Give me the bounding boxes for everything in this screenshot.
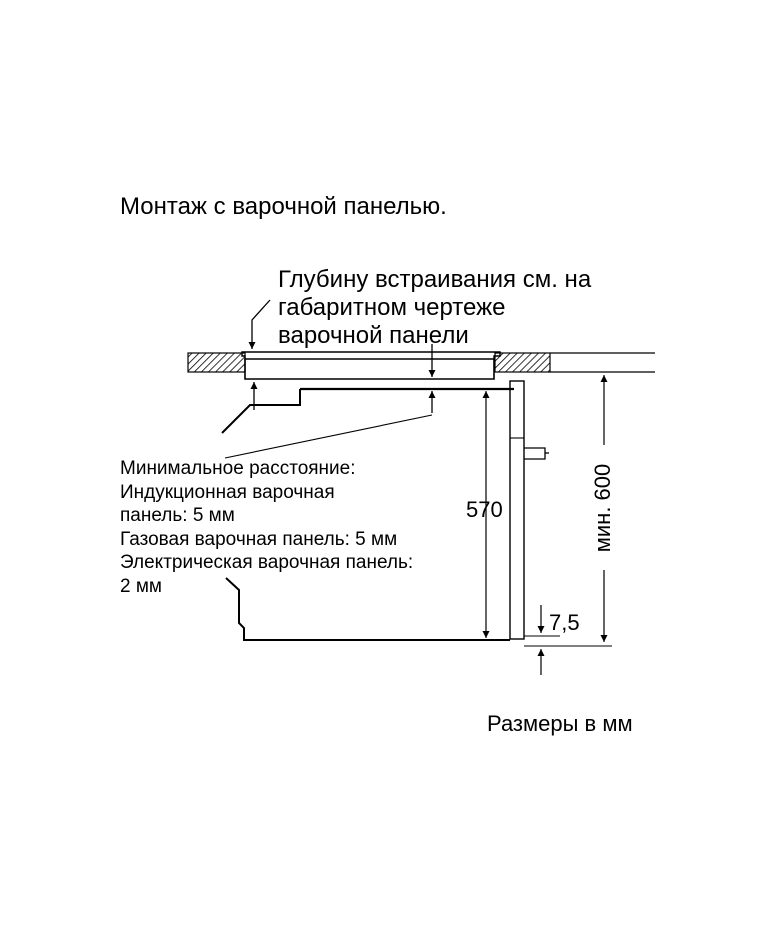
min-note-line: панель: 5 мм [120, 505, 235, 526]
min-note-line: Газовая варочная панель: 5 мм [120, 528, 398, 550]
oven-front-panel [509, 380, 525, 640]
depth-note-line: габаритном чертеже [278, 294, 506, 321]
depth-note: Глубину встраивания см. на габаритном че… [278, 266, 591, 350]
oven-knob [524, 447, 546, 460]
min-note-line: Минимальное расстояние: [120, 458, 356, 479]
min-distance-note: Минимальное расстояние: Индукционная вар… [120, 457, 413, 598]
depth-note-line: Глубину встраивания см. на [278, 266, 592, 293]
countertop-right [494, 352, 551, 373]
hob-body [244, 359, 495, 380]
min-note-line: Индукционная варочная [120, 481, 335, 503]
oven-lower-line [224, 414, 433, 459]
depth-note-line: варочной панели [278, 322, 469, 349]
depth-leader [248, 299, 271, 349]
oven-back [225, 577, 510, 641]
diagram-title: Монтаж с варочной панелью. [120, 193, 447, 220]
oven-top [221, 389, 301, 434]
min-note-line: 2 мм [120, 575, 162, 597]
hob-plate [241, 351, 501, 360]
dimension-7-5-label: 7,5 [549, 610, 580, 635]
countertop-left [187, 352, 246, 373]
dimension-600-label: мин. 600 [590, 464, 615, 553]
dimension-570-label: 570 [466, 497, 503, 522]
min-note-line: Электрическая варочная панель: [120, 552, 414, 573]
units-note: Размеры в мм [487, 711, 633, 736]
